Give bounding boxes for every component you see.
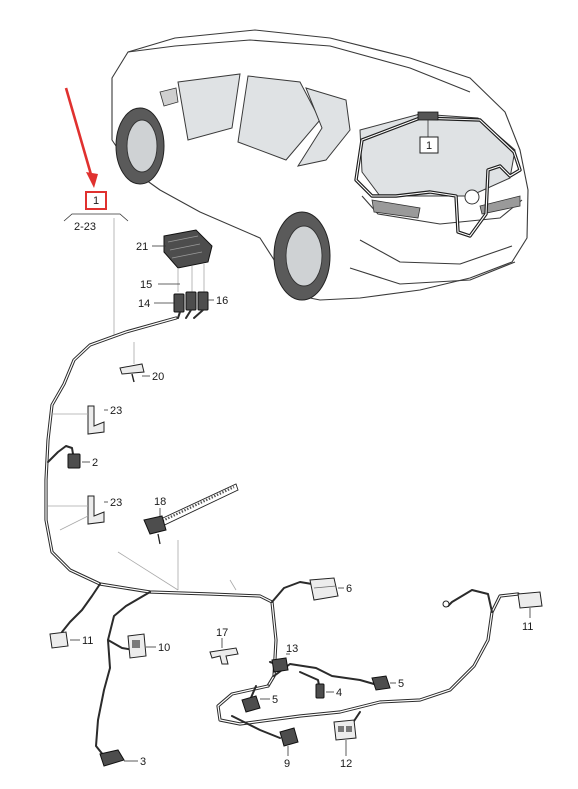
main-part-indicator: 1 2-23 <box>63 87 129 336</box>
rear-side-window <box>237 75 321 161</box>
svg-text:6: 6 <box>346 583 352 595</box>
part-11-connector-right: 11 <box>442 591 543 633</box>
part-3-connector: 3 <box>99 749 146 768</box>
svg-text:20: 20 <box>152 371 164 383</box>
svg-text:5: 5 <box>272 694 278 706</box>
svg-text:10: 10 <box>158 642 170 654</box>
part-21-module: 21 <box>136 229 213 269</box>
part-23-bracket-middle: 23 <box>48 495 122 525</box>
part-10-connector: 10 <box>127 633 170 659</box>
part-20-clip: 20 <box>119 342 164 383</box>
svg-text:14: 14 <box>138 298 150 310</box>
part-5-connector-left: 5 <box>241 694 278 713</box>
svg-text:21: 21 <box>136 241 148 253</box>
part-13-connector: 13 <box>271 643 298 673</box>
rear-window <box>359 113 516 197</box>
svg-text:17: 17 <box>216 627 228 639</box>
svg-text:2: 2 <box>92 457 98 469</box>
svg-text:3: 3 <box>140 756 146 768</box>
part-12-connector: 12 <box>333 719 357 770</box>
part-11-connector-left: 11 <box>49 631 93 649</box>
part-4-connector: 4 <box>315 683 342 699</box>
svg-text:23: 23 <box>110 405 122 417</box>
svg-text:12: 12 <box>340 758 352 770</box>
svg-text:5: 5 <box>398 678 404 690</box>
part-2-connector: 2 <box>67 453 98 469</box>
part-5-connector-right: 5 <box>371 675 404 691</box>
svg-text:16: 16 <box>216 295 228 307</box>
svg-text:9: 9 <box>284 758 290 770</box>
part-9-connector: 9 <box>279 727 299 770</box>
pointer-arrow <box>64 87 94 179</box>
svg-text:23: 23 <box>110 497 122 509</box>
wiring-harness <box>44 316 520 757</box>
part-23-bracket-lower: 23 <box>59 515 237 591</box>
svg-text:11: 11 <box>522 621 533 633</box>
quarter-window <box>296 87 351 167</box>
svg-text:11: 11 <box>82 635 93 647</box>
svg-text:13: 13 <box>286 643 298 655</box>
part-17-bracket: 17 <box>209 627 239 665</box>
part-23-bracket-upper: 23 <box>50 405 122 435</box>
front-side-window <box>177 73 241 141</box>
svg-text:4: 4 <box>336 687 342 699</box>
vehicle-illustration: 1 <box>111 29 529 301</box>
part-18-cable-tie: 18 <box>143 483 239 545</box>
svg-text:15: 15 <box>140 279 152 291</box>
parts-14-15-16-connectors: 15 14 16 <box>138 264 228 319</box>
main-part-label: 1 <box>93 195 99 207</box>
part-6-connector: 6 <box>309 577 352 601</box>
vehicle-body <box>111 29 529 301</box>
main-label-highlight-box <box>85 191 107 210</box>
main-part-range: 2-23 <box>74 221 96 233</box>
svg-text:18: 18 <box>154 496 166 508</box>
vehicle-callout-label: 1 <box>426 140 432 152</box>
